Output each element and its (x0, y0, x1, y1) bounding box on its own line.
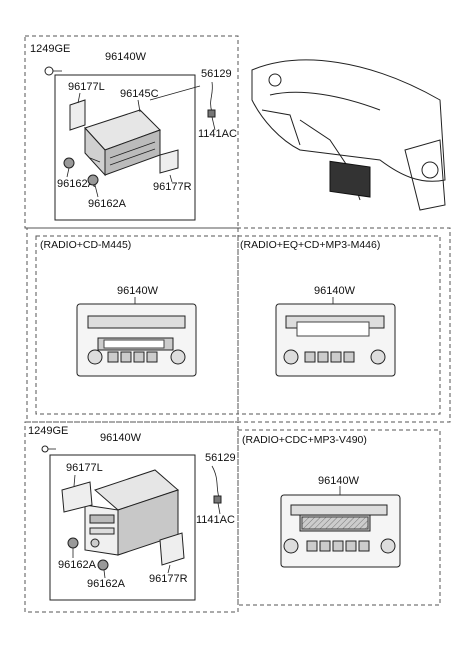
label-screw-top: 1141AC (198, 128, 237, 140)
bracket-right-drawing-bottom (159, 532, 185, 574)
label-knob-a-top: 96162A (57, 178, 96, 190)
dashboard-drawing (251, 59, 446, 211)
label-knob-b-top: 96162A (88, 198, 127, 210)
knob-a-drawing (63, 157, 75, 178)
label-bolt-bottom: 1249GE (28, 425, 68, 437)
radio-face-1 (76, 297, 197, 377)
bracket-left-drawing (69, 92, 86, 131)
bracket-left-drawing-bottom (61, 474, 93, 513)
variant-title-1: (RADIO+CD-M445) (40, 239, 131, 251)
variant-3-section: (RADIO+CDC+MP3-V490) 96140W (237, 429, 441, 606)
label-bracket-right-bottom: 96177R (149, 573, 188, 585)
bracket-right-drawing (159, 149, 179, 183)
variant-title-2: (RADIO+EQ+CD+MP3-M446) (240, 239, 380, 251)
variant-part-1: 96140W (117, 285, 159, 297)
radio-unit-drawing (84, 109, 161, 177)
variant-title-3: (RADIO+CDC+MP3-V490) (242, 434, 367, 446)
bolt-drawing (44, 66, 62, 76)
bottom-section: 1249GE 96140W 96177L 56129 1141AC 96162A… (24, 421, 239, 613)
knob-b-drawing (87, 174, 99, 198)
radio-face-3 (280, 486, 401, 568)
knob-b-drawing-bottom (97, 559, 109, 579)
label-bolt-top: 1249GE (30, 43, 70, 55)
cable-drawing-bottom (211, 465, 222, 515)
knob-a-drawing-bottom (67, 537, 79, 558)
label-knob-a-bottom: 96162A (58, 559, 97, 571)
label-cover-top: 96145C (120, 88, 159, 100)
label-cable-top: 56129 (201, 68, 232, 80)
label-assembly-top: 96140W (105, 51, 147, 63)
label-cable-bottom: 56129 (205, 452, 236, 464)
variant-part-2: 96140W (314, 285, 356, 297)
cable-drawing (207, 81, 216, 131)
label-screw-bottom: 1141AC (196, 514, 235, 526)
label-knob-b-bottom: 96162A (87, 578, 126, 590)
label-assembly-bottom: 96140W (100, 432, 142, 444)
variants-section: (RADIO+CD-M445) (RADIO+EQ+CD+MP3-M446) 9… (26, 227, 451, 423)
top-section: 1249GE 96140W 96177L 96145C 56129 1141AC… (24, 35, 239, 229)
variant-part-3: 96140W (318, 475, 360, 487)
radio-face-2 (275, 297, 396, 377)
label-bracket-right-top: 96177R (153, 181, 192, 193)
cover-drawing (137, 85, 201, 113)
label-bracket-left-top: 96177L (68, 81, 105, 93)
label-bracket-left-bottom: 96177L (66, 462, 103, 474)
bolt-drawing-bottom (41, 445, 56, 453)
